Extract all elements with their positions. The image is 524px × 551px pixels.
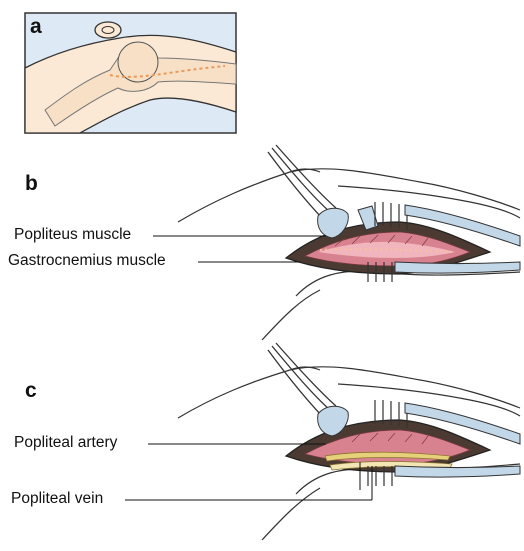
label-popliteal-artery: Popliteal artery: [14, 434, 117, 452]
panel-a-letter: a: [30, 15, 42, 39]
panel-a-illustration: [25, 13, 236, 133]
panel-c-illustration: [125, 343, 520, 540]
label-popliteal-vein: Popliteal vein: [11, 490, 103, 508]
panel-b-illustration: [153, 145, 520, 340]
label-gastrocnemius-muscle: Gastrocnemius muscle: [8, 252, 166, 270]
panel-b-letter: b: [25, 172, 38, 196]
label-popliteus-muscle: Popliteus muscle: [14, 226, 131, 244]
panel-c-letter: c: [25, 379, 37, 403]
